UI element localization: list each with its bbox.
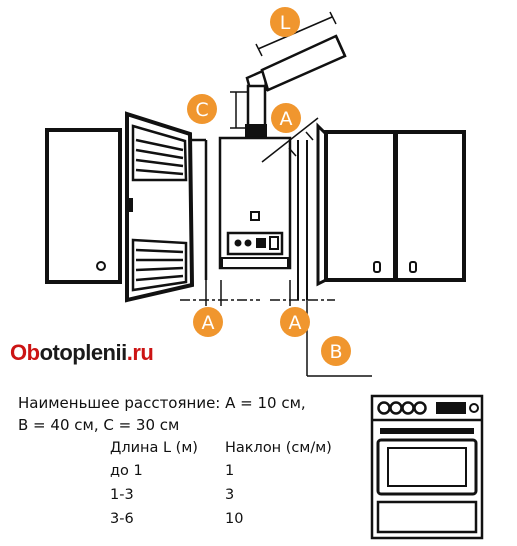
marker-a-right: A xyxy=(280,307,310,337)
marker-l-label: L xyxy=(280,12,291,34)
table-row-1-length: до 1 xyxy=(110,463,143,479)
caption-line1: Наименьшее расстояние: A = 10 см, xyxy=(18,394,306,412)
marker-b-label: B xyxy=(329,341,342,363)
open-cabinet-door xyxy=(125,111,208,303)
dimension-c xyxy=(230,91,248,129)
dimension-a-bottom xyxy=(180,280,335,306)
marker-a-top: A xyxy=(271,103,301,133)
site-watermark: Obotoplenii.ru xyxy=(10,340,154,366)
watermark-part1: Ob xyxy=(10,340,40,365)
left-wall-cabinet xyxy=(45,128,122,284)
table-row-2-length: 1-3 xyxy=(110,487,134,503)
marker-a-top-label: A xyxy=(280,108,293,130)
table-row-3-length: 3-6 xyxy=(110,511,134,527)
marker-l: L xyxy=(270,7,300,37)
watermark-part2: otoplenii xyxy=(39,340,128,365)
table-row-3-slope: 10 xyxy=(225,511,244,527)
right-wall-cabinets xyxy=(316,122,466,287)
gas-boiler xyxy=(218,136,292,270)
marker-a-right-label: A xyxy=(289,312,302,334)
table-row-1-slope: 1 xyxy=(225,463,235,479)
marker-a-left: A xyxy=(193,307,223,337)
dimension-a-top xyxy=(261,117,319,163)
marker-c-label: C xyxy=(195,99,208,121)
table-row-2-slope: 3 xyxy=(225,487,235,503)
table-header-slope: Наклон (см/м) xyxy=(225,440,332,456)
marker-c: C xyxy=(187,94,217,124)
watermark-part3: .ru xyxy=(126,340,154,365)
distance-caption: Наименьшее расстояние: A = 10 см, B = 40… xyxy=(18,392,306,436)
table-header-length: Длина L (м) xyxy=(110,440,198,456)
marker-b: B xyxy=(321,336,351,366)
marker-a-left-label: A xyxy=(202,312,215,334)
gas-stove xyxy=(370,394,484,540)
flue-pipe xyxy=(245,34,347,138)
caption-line2: B = 40 см, C = 30 см xyxy=(18,416,180,434)
